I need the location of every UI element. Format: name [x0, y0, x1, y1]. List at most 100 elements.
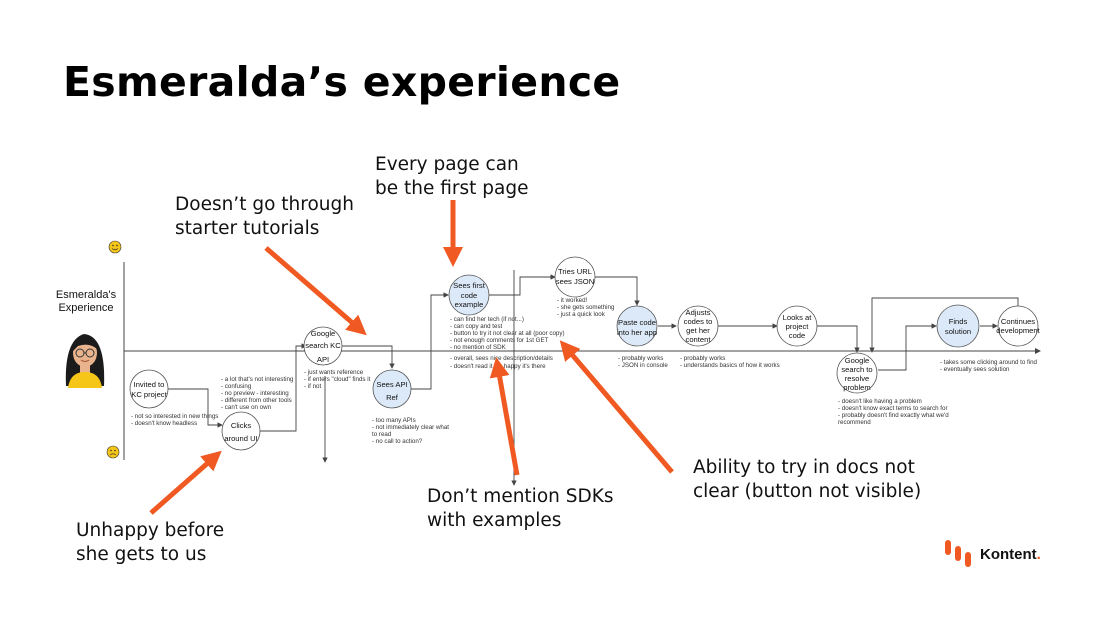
connector-continues-loop — [869, 297, 1019, 353]
svg-text:- she gets something: - she gets something — [557, 304, 615, 311]
step-label: problem — [843, 383, 870, 392]
svg-text:- not so interested in new thi: - not so interested in new things — [131, 413, 218, 420]
callout-first-page: Every page can be the first page — [375, 153, 528, 201]
svg-text:recommend: recommend — [838, 419, 871, 426]
svg-text:- understands basics of how it: - understands basics of how it works — [680, 362, 780, 369]
step-label: KC project — [131, 390, 167, 399]
step-label: code — [461, 291, 477, 300]
callout-line: Every page can — [375, 154, 519, 175]
step-invited: Invited to KC project — [129, 369, 169, 409]
step-label: content — [686, 335, 712, 344]
callout-line: be the first page — [375, 178, 529, 199]
svg-text:- can copy and test: - can copy and test — [450, 323, 503, 330]
brand-name-text: Kontent — [980, 546, 1037, 563]
brand-dot: . — [1036, 546, 1041, 563]
svg-text:- not enough comments for 1st: - not enough comments for 1st GET — [450, 337, 549, 344]
step-label: Google — [311, 329, 336, 338]
persona-avatar — [65, 334, 105, 388]
step-label: get her — [686, 326, 710, 335]
step-finds-solution: Finds solution — [936, 304, 980, 348]
callout-line: starter tutorials — [175, 218, 320, 239]
svg-text:- can't use on own: - can't use on own — [221, 404, 272, 411]
step-label: Ref — [386, 393, 399, 402]
svg-text:- eventually sees solution: - eventually sees solution — [940, 366, 1010, 373]
step-label: Looks at — [783, 313, 813, 322]
step-label: search to — [841, 365, 872, 374]
svg-text:- probably works: - probably works — [680, 355, 725, 362]
notes-paste-code: - probably works - JSON in console — [618, 355, 668, 369]
notes-adjusts-code: - probably works - understands basics of… — [680, 355, 780, 369]
connector-tryurl-paste — [595, 276, 640, 306]
step-adjusts-code: Adjusts codes to get her content — [677, 305, 719, 347]
svg-text:- just wants reference: - just wants reference — [304, 369, 364, 376]
step-label: Finds — [949, 317, 968, 326]
step-tries-url: Tries URL sees JSON — [554, 256, 596, 298]
connector-apiref-firstcode — [410, 292, 449, 390]
notes-google-resolve: - doesn't like having a problem - doesn'… — [838, 398, 949, 426]
svg-text:- overall, sees nice descripti: - overall, sees nice description/details — [450, 355, 553, 362]
connector-invited-clicks — [168, 388, 223, 428]
svg-text:- no mention of SDK: - no mention of SDK — [450, 344, 507, 351]
notes-invited: - not so interested in new things - does… — [131, 413, 218, 427]
svg-text:- if not: - if not — [304, 383, 321, 390]
svg-text:- doesn't like having a proble: - doesn't like having a problem — [838, 398, 922, 405]
step-first-code-example: Sees first code example — [448, 274, 490, 316]
notes-clicks: - a lot that's not interesting - confusi… — [221, 376, 294, 411]
step-label: project — [786, 322, 810, 331]
callout-line: Ability to try in docs not — [693, 457, 915, 478]
callout-line: Unhappy before — [76, 520, 225, 541]
step-label: search KC — [305, 341, 341, 350]
persona-label-line-2: Experience — [58, 302, 113, 314]
step-project-code: Looks at project code — [776, 305, 818, 347]
step-label: development — [996, 326, 1040, 335]
step-label: around UI — [224, 434, 257, 443]
callout-arrow-sdks — [489, 357, 520, 476]
step-label: sees JSON — [556, 277, 594, 286]
step-label: Continues — [1001, 317, 1035, 326]
slide-title: Esmeralda’s experience — [63, 58, 621, 106]
callout-starter-tutorials: Doesn’t go through starter tutorials — [175, 193, 354, 241]
callout-arrow-unhappy — [149, 450, 222, 515]
smile-face-icon — [108, 240, 122, 254]
connector-structure-google2 — [817, 325, 860, 353]
step-google-search-api: Google search KC API — [303, 326, 343, 366]
connector-google-apiref — [341, 345, 395, 369]
step-label: into her app — [617, 328, 657, 337]
svg-text:- too many APIs: - too many APIs — [372, 417, 416, 424]
svg-text:- no call to action?: - no call to action? — [372, 438, 423, 445]
step-label: resolve — [845, 374, 869, 383]
svg-text:- different from other tools: - different from other tools — [221, 397, 292, 404]
svg-text:- a lot that's not interesting: - a lot that's not interesting — [221, 376, 294, 383]
step-label: Adjusts — [686, 308, 711, 317]
step-label: codes to — [684, 317, 713, 326]
step-label: Google — [845, 356, 870, 365]
sad-face-icon — [106, 445, 120, 459]
step-label: Sees first — [453, 281, 486, 290]
svg-text:- if enters "cloud" finds it: - if enters "cloud" finds it — [304, 376, 371, 383]
svg-text:to read: to read — [372, 431, 392, 438]
callout-arrow-trydocs — [559, 340, 674, 474]
svg-text:- it worked!: - it worked! — [557, 297, 588, 304]
step-label: solution — [945, 327, 971, 336]
step-continues: Continues development — [996, 305, 1041, 347]
svg-text:- doesn't know headless: - doesn't know headless — [131, 420, 197, 427]
step-label: Sees API — [376, 380, 407, 389]
step-label: example — [455, 300, 484, 309]
step-label: Clicks — [231, 421, 251, 430]
callout-line: with examples — [427, 510, 562, 531]
svg-text:- probably doesn't find exactl: - probably doesn't find exactly what we'… — [838, 412, 949, 419]
connector-firstcode-tryurl — [489, 274, 556, 296]
svg-text:- doesn't know exact terms to: - doesn't know exact terms to search for — [838, 405, 948, 412]
kontent-logo-icon — [945, 540, 971, 567]
brand-name: Kontent. — [980, 546, 1041, 563]
connector-clicks-google — [260, 343, 307, 432]
svg-text:- not immediately clear what: - not immediately clear what — [372, 424, 449, 431]
step-clicks: Clicks around UI — [221, 411, 261, 451]
persona-label-line-1: Esmeralda's — [56, 289, 117, 301]
callout-unhappy: Unhappy before she gets to us — [76, 519, 224, 567]
svg-text:- can find her tech (if not...: - can find her tech (if not...) — [450, 316, 524, 323]
callout-sdks: Don’t mention SDKs with examples — [427, 485, 614, 533]
step-google-resolve: Google search to resolve problem — [836, 352, 878, 394]
notes-first-code-example: - can find her tech (if not...) - can co… — [450, 316, 565, 370]
